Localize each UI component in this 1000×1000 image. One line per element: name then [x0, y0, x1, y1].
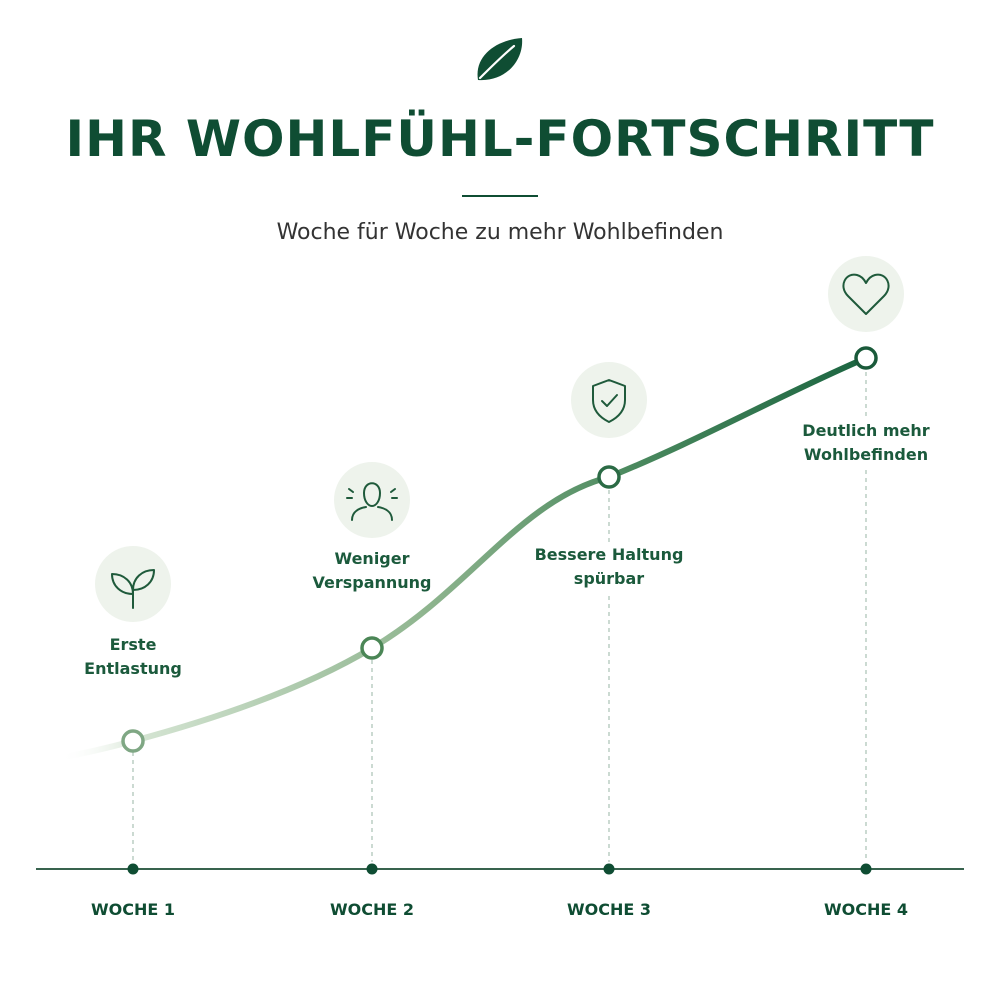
icon-badge-3 [571, 362, 647, 438]
milestone-node-1 [121, 729, 145, 753]
milestone-nodes [121, 346, 878, 753]
axis-tick [603, 863, 615, 875]
milestone-label-line: Wohlbefinden [803, 445, 929, 464]
milestone-label-line: Erste [109, 635, 157, 654]
icon-badge-4 [828, 256, 904, 332]
milestone-label-3: Bessere Haltung spürbar [509, 543, 709, 591]
icon-badge-2 [334, 462, 410, 538]
milestone-node-3 [597, 465, 621, 489]
week-label-2: WOCHE 2 [329, 900, 414, 919]
milestone-label-line: Deutlich mehr [802, 421, 930, 440]
milestone-node-2 [360, 636, 384, 660]
axis-tick [366, 863, 378, 875]
milestone-label-4: Deutlich mehr Wohlbefinden [766, 419, 966, 467]
milestone-label-line: Entlastung [84, 659, 182, 678]
icon-badge-1 [95, 546, 171, 622]
milestone-label-line: Weniger [334, 549, 410, 568]
milestone-label-1: Erste Entlastung [33, 633, 233, 681]
person-relief-icon [346, 482, 398, 521]
milestone-node-4 [854, 346, 878, 370]
axis-ticks [127, 863, 872, 875]
sprout-icon [111, 569, 155, 609]
axis-tick [127, 863, 139, 875]
page-subtitle: Woche für Woche zu mehr Wohlbefinden [276, 220, 724, 245]
milestone-label-line: Verspannung [312, 573, 432, 592]
milestone-label-2: Weniger Verspannung [272, 547, 472, 595]
dashed-connectors [132, 372, 867, 862]
heart-icon [842, 273, 890, 315]
week-label-3: WOCHE 3 [566, 900, 651, 919]
milestone-label-line: Bessere Haltung [534, 545, 684, 564]
week-label-4: WOCHE 4 [823, 900, 908, 919]
week-label-1: WOCHE 1 [90, 900, 175, 919]
shield-check-icon [592, 379, 626, 423]
milestone-label-line: spürbar [573, 569, 645, 588]
leaf-icon [477, 38, 523, 81]
page-title: IHR WOHLFÜHL-FORTSCHRITT [65, 110, 935, 168]
axis-tick [860, 863, 872, 875]
